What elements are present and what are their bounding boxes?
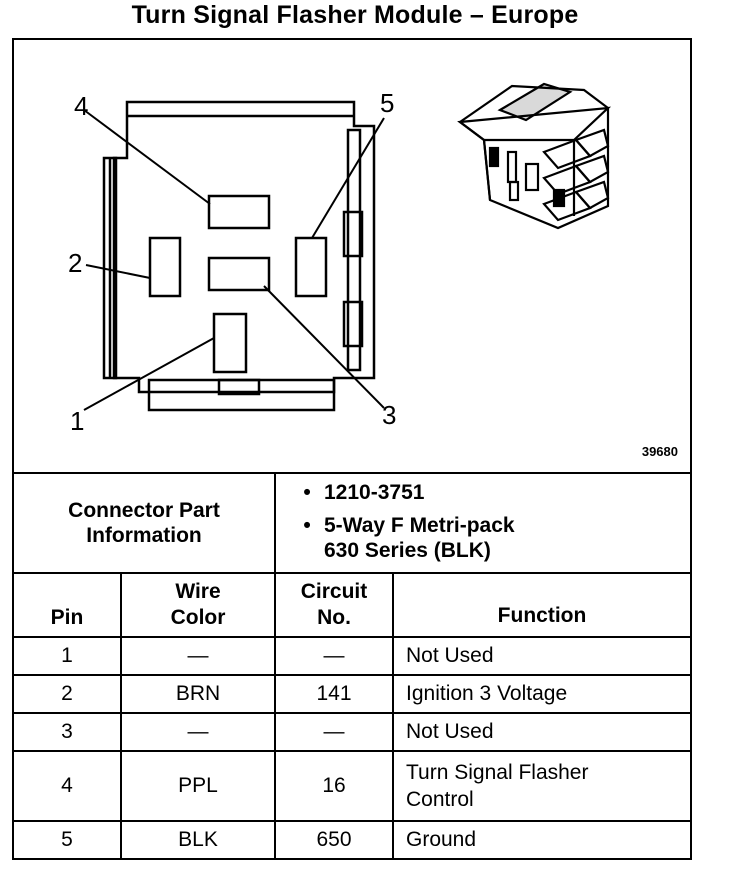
header-circuit-no: Circuit No.	[276, 574, 392, 636]
pin-cell: 4	[61, 774, 73, 797]
header-wire-color: Wire Color	[122, 574, 274, 636]
pin-cell: 1	[61, 644, 73, 667]
header-pin: Pin	[50, 606, 84, 629]
connector-face-drawing: 4 5 2 1 3	[68, 82, 612, 436]
connector-label-line: Connector Part	[68, 499, 220, 522]
function-line: Control	[406, 788, 474, 811]
connector-bullet: • 5-Way F Metri-pack 630 Series (BLK)	[290, 513, 690, 563]
header-function: Function	[497, 604, 587, 627]
function-line: Turn Signal Flasher	[406, 761, 589, 784]
divider	[14, 820, 690, 822]
circuit-cell: —	[323, 644, 345, 667]
circuit-cell: —	[323, 720, 345, 743]
connector-label-line: Information	[86, 524, 202, 547]
divider	[14, 472, 690, 474]
callout-5: 5	[380, 88, 394, 118]
header-text: No.	[317, 606, 351, 629]
divider	[14, 750, 690, 752]
wire-color-cell: BRN	[175, 682, 221, 705]
wire-color-cell: —	[187, 644, 209, 667]
bullet-icon: •	[303, 514, 311, 537]
connector-series: 630 Series (BLK)	[324, 539, 491, 562]
divider	[14, 712, 690, 714]
connector-part-number: 1210-3751	[324, 481, 425, 504]
pin-cell: 5	[61, 828, 73, 851]
callout-4: 4	[74, 91, 88, 121]
circuit-cell: 650	[316, 828, 352, 851]
wire-color-cell: PPL	[178, 774, 218, 797]
divider	[14, 636, 690, 638]
circuit-cell: 141	[316, 682, 352, 705]
connector-part-bullets: • 1210-3751 • 5-Way F Metri-pack 630 Ser…	[290, 480, 690, 563]
header-text: Color	[170, 606, 226, 629]
page-title: Turn Signal Flasher Module – Europe	[131, 1, 579, 29]
pin-cell: 3	[61, 720, 73, 743]
divider	[274, 572, 276, 860]
function-cell: Not Used	[406, 720, 494, 743]
circuit-cell: 16	[322, 774, 346, 797]
callout-3: 3	[382, 400, 396, 430]
connector-diagram: 4 5 2 1 3 39680	[14, 40, 690, 472]
bullet-icon: •	[303, 481, 311, 504]
connector-part-label: Connector Part Information	[14, 474, 274, 572]
divider	[14, 572, 690, 574]
wire-color-cell: —	[187, 720, 209, 743]
divider	[274, 472, 276, 572]
pin-cell: 2	[61, 682, 73, 705]
function-cell: Turn Signal Flasher Control	[394, 752, 690, 820]
connector-info-frame: 4 5 2 1 3 39680 Connector Part Informati…	[12, 38, 692, 860]
divider	[14, 674, 690, 676]
header-text: Circuit	[300, 580, 368, 603]
callout-1: 1	[70, 406, 84, 436]
divider	[392, 572, 394, 860]
wire-color-cell: BLK	[178, 828, 218, 851]
divider	[120, 572, 122, 860]
function-cell: Ignition 3 Voltage	[406, 682, 568, 705]
function-cell: Ground	[406, 828, 477, 851]
function-cell: Not Used	[406, 644, 494, 667]
callout-2: 2	[68, 248, 82, 278]
figure-number: 39680	[641, 444, 678, 459]
connector-bullet: • 1210-3751	[290, 480, 690, 505]
header-text: Wire	[175, 580, 221, 603]
connector-type: 5-Way F Metri-pack	[324, 514, 515, 537]
